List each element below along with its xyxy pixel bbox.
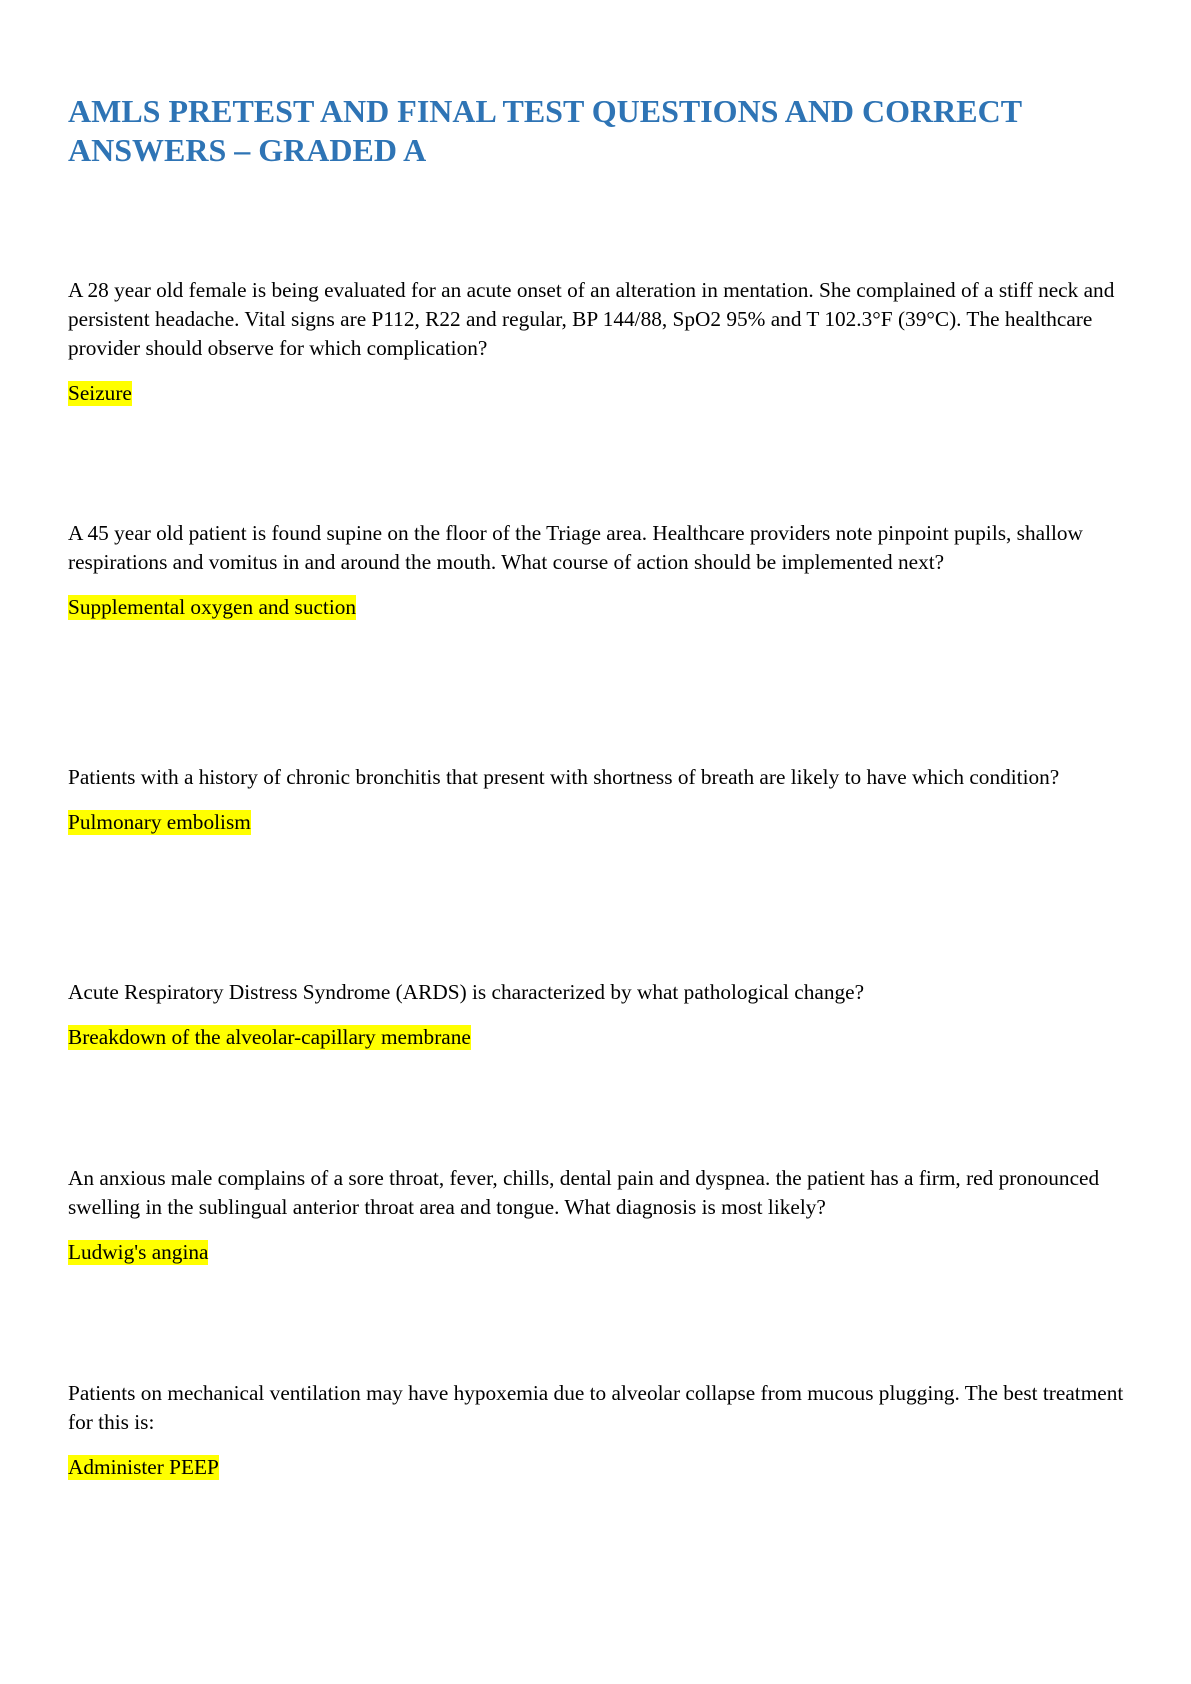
- question-4: Acute Respiratory Distress Syndrome (ARD…: [68, 980, 865, 1004]
- document-title: AMLS PRETEST AND FINAL TEST QUESTIONS AN…: [68, 93, 1022, 168]
- question-1: A 28 year old female is being evaluated …: [68, 278, 1115, 360]
- answer-6: Administer PEEP: [68, 1455, 219, 1480]
- answer-1: Seizure: [68, 381, 132, 406]
- question-6: Patients on mechanical ventilation may h…: [68, 1381, 1124, 1434]
- qa-item-2: A 45 year old patient is found supine on…: [68, 519, 1128, 620]
- qa-item-6: Patients on mechanical ventilation may h…: [68, 1379, 1128, 1480]
- qa-item-5: An anxious male complains of a sore thro…: [68, 1164, 1128, 1265]
- qa-item-4: Acute Respiratory Distress Syndrome (ARD…: [68, 978, 1128, 1050]
- answer-3: Pulmonary embolism: [68, 810, 251, 835]
- qa-item-1: A 28 year old female is being evaluated …: [68, 276, 1128, 406]
- question-2: A 45 year old patient is found supine on…: [68, 521, 1083, 574]
- answer-5: Ludwig's angina: [68, 1240, 209, 1265]
- qa-item-3: Patients with a history of chronic bronc…: [68, 763, 1128, 835]
- question-3: Patients with a history of chronic bronc…: [68, 765, 1060, 789]
- question-5: An anxious male complains of a sore thro…: [68, 1166, 1100, 1219]
- answer-4: Breakdown of the alveolar-capillary memb…: [68, 1025, 471, 1050]
- answer-2: Supplemental oxygen and suction: [68, 595, 357, 620]
